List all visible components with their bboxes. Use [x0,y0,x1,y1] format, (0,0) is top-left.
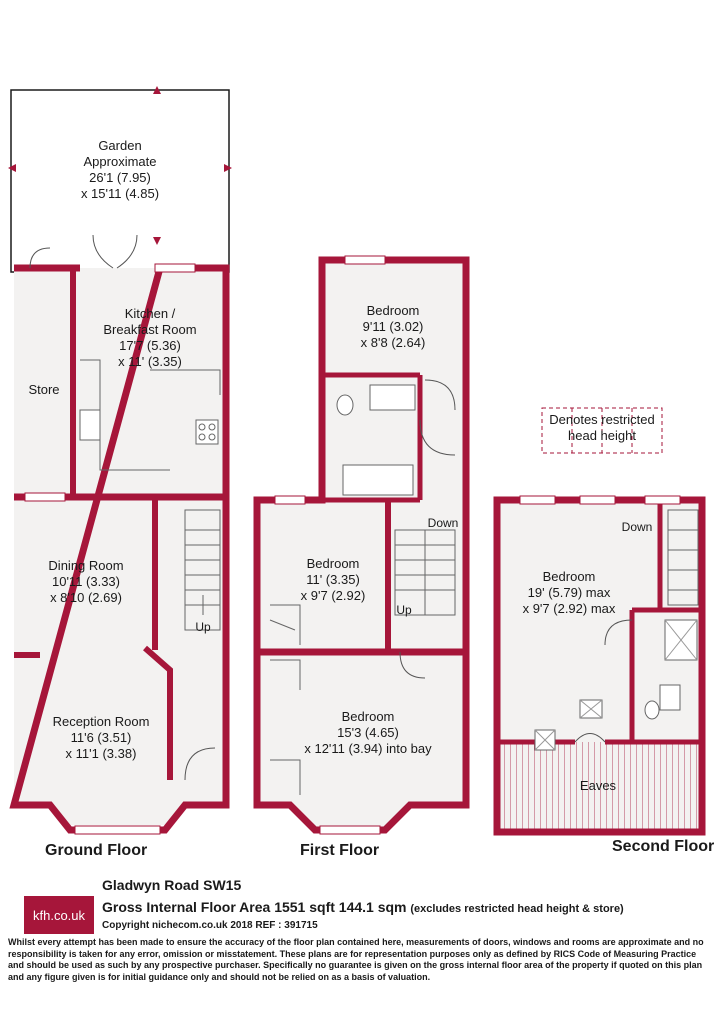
bedroom-rear-dim-2: x 8'8 (2.64) [361,335,426,350]
legend-line-2: head height [568,428,636,443]
kitchen-name-2: Breakfast Room [103,322,196,337]
second-bedroom-dim-1: 19' (5.79) max [528,585,611,600]
ground-outer-wall [9,264,230,834]
restricted-height-legend: Denotes restricted head height [541,407,663,454]
reception-name: Reception Room [53,714,150,729]
dining-dim-1: 10'11 (3.33) [52,574,120,589]
floor-plan: Garden Approximate 26'1 (7.95) x 15'11 (… [8,86,706,836]
reception-dim-1: 11'6 (3.51) [71,730,132,745]
reception-dim-2: x 11'1 (3.38) [66,746,137,761]
wardrobe [270,659,301,795]
garden-door-arc [92,234,138,269]
ground-stairs [184,509,221,631]
door-arc [399,651,426,679]
kitchen-dim-1: 17'7 (5.36) [119,338,181,353]
bedroom-front-name: Bedroom [342,709,395,724]
second-bedroom-name: Bedroom [543,569,596,584]
garden-name: Garden [98,138,141,153]
kfh-logo[interactable]: kfh.co.uk [24,896,94,934]
window [519,495,556,505]
ground-floor-label: Ground Floor [45,842,148,859]
bedroom-mid-dim-2: x 9'7 (2.92) [301,588,366,603]
door-arc [604,619,633,646]
door-arc [424,379,456,411]
first-stairs-up-label: Up [396,603,412,617]
floor-area-text: Gross Internal Floor Area 1551 sqft 144.… [102,899,407,915]
window [344,255,386,265]
window [319,825,381,835]
copyright: Copyright nichecom.co.uk 2018 REF : 3917… [102,920,318,931]
bedroom-mid-name: Bedroom [307,556,360,571]
bedroom-rear-name: Bedroom [367,303,420,318]
garden-area [10,89,230,273]
garden-dim-2: x 15'11 (4.85) [81,186,159,201]
bedroom-rear-dim-1: 9'11 (3.02) [363,319,424,334]
wall-reception-angle [143,645,173,780]
disclaimer: Whilst every attempt has been made to en… [8,937,704,982]
sink-icon [79,409,101,441]
wardrobe [269,604,301,645]
eaves-label: Eaves [580,778,617,793]
store-name: Store [28,382,59,397]
window [274,495,306,505]
window [74,825,161,835]
floor-area: Gross Internal Floor Area 1551 sqft 144.… [102,899,624,915]
garden-dim-1: 26'1 (7.95) [89,170,151,185]
ground-stairs-up-label: Up [195,620,211,634]
garden-qualifier: Approximate [84,154,157,169]
dining-name: Dining Room [48,558,123,573]
window [154,263,196,273]
first-floor-label: First Floor [300,842,380,859]
toilet-icon [644,700,660,720]
second-stairs [667,509,699,606]
second-stairs-down-label: Down [622,520,653,534]
door-arc [419,419,456,456]
bath-icon [342,464,414,496]
basin-icon [369,384,416,411]
garden-arrow-right [224,164,232,172]
property-title: Gladwyn Road SW15 [102,877,242,893]
garden-arrow-bottom [153,237,161,245]
store-door-arc [29,247,51,269]
bedroom-mid-dim-1: 11' (3.35) [306,572,360,587]
eaves-area [500,742,699,829]
bedroom-front-dim-2: x 12'11 (3.94) into bay [304,741,432,756]
dining-dim-2: x 8'10 (2.69) [50,590,122,605]
first-stairs-down-label: Down [428,516,459,530]
bedroom-front-dim-1: 15'3 (4.65) [337,725,399,740]
second-floor-plan: Bedroom 19' (5.79) max x 9'7 (2.92) max … [493,495,706,836]
kitchen-dim-2: x 11' (3.35) [118,354,182,369]
first-stairs [394,529,456,616]
kitchen-name: Kitchen / [125,306,176,321]
door-arc [574,733,606,743]
hob-icon [195,419,219,445]
second-bedroom-dim-2: x 9'7 (2.92) max [523,601,616,616]
toilet-icon [336,394,354,416]
floor-area-note: (excludes restricted head height & store… [410,903,624,915]
window [579,495,616,505]
window [644,495,681,505]
basin-icon [659,684,681,711]
legend-line-1: Denotes restricted [549,412,655,427]
garden-arrow-left [8,164,16,172]
garden-arrow-top [153,86,161,94]
second-floor-label: Second Floor [612,838,715,855]
window [24,492,66,502]
front-door-arc [184,747,216,781]
first-floor-plan: Bedroom 9'11 (3.02) x 8'8 (2.64) Bedroom… [253,255,470,835]
ground-floor-plan: Garden Approximate 26'1 (7.95) x 15'11 (… [8,86,232,835]
